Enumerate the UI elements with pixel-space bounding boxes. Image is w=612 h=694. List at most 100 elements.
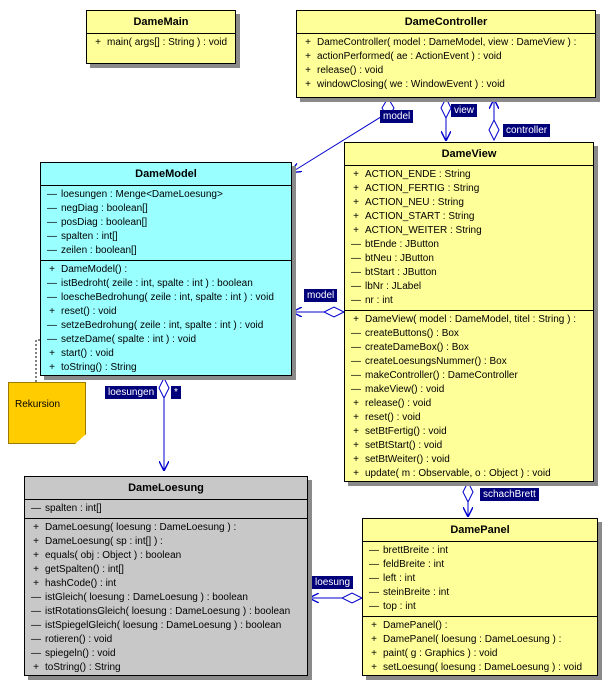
private-visibility-icon: — <box>47 292 57 303</box>
operation-row: +toString() : String <box>41 361 291 375</box>
class-dame-model[interactable]: DameModel —loesungen : Menge<DameLoesung… <box>40 162 292 376</box>
role-label-panel-loesung: loesung <box>312 576 354 589</box>
class-dame-controller[interactable]: DameController +DameController( model : … <box>296 10 596 98</box>
private-visibility-icon: — <box>351 281 361 292</box>
operation-row: +DameModel() : <box>41 263 291 277</box>
private-visibility-icon: — <box>31 503 41 514</box>
operation-row: +release() : void <box>297 64 595 78</box>
operations-section: +main( args[] : String ) : void <box>87 34 235 52</box>
operation-row: —spiegeln() : void <box>31 648 116 659</box>
operation-row: —loescheBedrohung( zeile : int, spalte :… <box>47 292 274 303</box>
edge-view-model <box>293 306 346 318</box>
edge-model-loesung <box>158 376 170 470</box>
private-visibility-icon: — <box>369 559 379 570</box>
public-visibility-icon: + <box>371 648 377 659</box>
public-visibility-icon: + <box>353 211 359 222</box>
public-visibility-icon: + <box>49 362 55 373</box>
class-dame-loesung[interactable]: DameLoesung —spalten : int[] +DameLoesun… <box>24 476 308 676</box>
public-visibility-icon: + <box>353 398 359 409</box>
attribute-row: —zeilen : boolean[] <box>47 245 137 256</box>
note-link <box>35 339 44 382</box>
class-name: DameView <box>345 143 593 166</box>
private-visibility-icon: — <box>31 620 41 631</box>
private-visibility-icon: — <box>351 384 361 395</box>
role-label-model-loesungen: loesungen <box>105 386 158 399</box>
role-label-controller-view: view <box>451 104 478 117</box>
edge-view-panel <box>462 480 474 516</box>
public-visibility-icon: + <box>353 169 359 180</box>
class-dame-view[interactable]: DameView +ACTION_ENDE : String +ACTION_F… <box>344 142 594 482</box>
operation-row: +DameLoesung( loesung : DameLoesung ) : <box>25 521 307 535</box>
operation-row: +DameController( model : DameModel, view… <box>297 36 595 50</box>
public-visibility-icon: + <box>33 536 39 547</box>
class-dame-panel[interactable]: DamePanel —brettBreite : int —feldBreite… <box>362 518 598 676</box>
operation-row: —createLoesungsNummer() : Box <box>351 356 507 367</box>
operation-row: +DamePanel() : <box>363 619 597 633</box>
private-visibility-icon: — <box>47 231 57 242</box>
attribute-row: +ACTION_START : String <box>345 210 593 224</box>
public-visibility-icon: + <box>33 578 39 589</box>
private-visibility-icon: — <box>351 328 361 339</box>
private-visibility-icon: — <box>31 592 41 603</box>
attribute-row: —brettBreite : int <box>369 545 449 556</box>
operation-row: +equals( obj : Object ) : boolean <box>25 549 307 563</box>
operation-row: +toString() : String <box>25 661 307 675</box>
private-visibility-icon: — <box>351 253 361 264</box>
role-label-view-panel: schachBrett <box>480 488 539 501</box>
operation-row: +main( args[] : String ) : void <box>87 36 235 50</box>
operations-section: +DamePanel() : +DamePanel( loesung : Dam… <box>363 617 597 677</box>
operation-row: —makeView() : void <box>351 384 445 395</box>
class-dame-main[interactable]: DameMain +main( args[] : String ) : void <box>86 10 236 64</box>
public-visibility-icon: + <box>33 564 39 575</box>
operation-row: —istBedroht( zeile : int, spalte : int )… <box>47 278 253 289</box>
operation-row: +DameView( model : DameModel, titel : St… <box>345 313 593 327</box>
public-visibility-icon: + <box>371 620 377 631</box>
public-visibility-icon: + <box>33 662 39 673</box>
attribute-row: +ACTION_WEITER : String <box>345 224 593 238</box>
operation-row: +setBtStart() : void <box>345 439 593 453</box>
public-visibility-icon: + <box>305 51 311 62</box>
attribute-row: —spalten : int[] <box>47 231 118 242</box>
public-visibility-icon: + <box>353 468 359 479</box>
attribute-row: +ACTION_FERTIG : String <box>345 182 593 196</box>
attribute-row: —lbNr : JLabel <box>351 281 422 292</box>
operation-row: +release() : void <box>345 397 593 411</box>
operation-row: +reset() : void <box>41 305 291 319</box>
operation-row: —istSpiegelGleich( loesung : DameLoesung… <box>31 620 282 631</box>
public-visibility-icon: + <box>305 65 311 76</box>
operation-row: +actionPerformed( ae : ActionEvent ) : v… <box>297 50 595 64</box>
operation-row: —setzeDame( spalte : int ) : void <box>47 334 197 345</box>
role-label-controller-model: model <box>380 110 414 123</box>
private-visibility-icon: — <box>369 587 379 598</box>
class-name: DameMain <box>87 11 235 34</box>
attribute-row: +ACTION_NEU : String <box>345 196 593 210</box>
attribute-row: —nr : int <box>351 295 393 306</box>
edge-panel-loesung <box>310 592 364 604</box>
public-visibility-icon: + <box>353 426 359 437</box>
operation-row: +getSpalten() : int[] <box>25 563 307 577</box>
public-visibility-icon: + <box>49 264 55 275</box>
attribute-row: —negDiag : boolean[] <box>47 203 148 214</box>
public-visibility-icon: + <box>305 79 311 90</box>
public-visibility-icon: + <box>353 412 359 423</box>
public-visibility-icon: + <box>353 454 359 465</box>
note-rekursion[interactable]: Rekursion <box>8 382 86 444</box>
attribute-row: —feldBreite : int <box>369 559 445 570</box>
attributes-section: —brettBreite : int —feldBreite : int —le… <box>363 542 597 617</box>
attribute-row: —spalten : int[] <box>31 503 102 514</box>
role-label-view-model: model <box>304 289 338 302</box>
operation-row: —createDameBox() : Box <box>351 342 469 353</box>
edge-controller-view <box>440 96 452 140</box>
public-visibility-icon: + <box>371 662 377 673</box>
attribute-row: —btEnde : JButton <box>351 239 439 250</box>
private-visibility-icon: — <box>47 278 57 289</box>
public-visibility-icon: + <box>49 306 55 317</box>
class-name: DameController <box>297 11 595 34</box>
operations-section: +DameLoesung( loesung : DameLoesung ) : … <box>25 519 307 677</box>
private-visibility-icon: — <box>47 245 57 256</box>
private-visibility-icon: — <box>351 342 361 353</box>
public-visibility-icon: + <box>49 348 55 359</box>
private-visibility-icon: — <box>47 189 57 200</box>
private-visibility-icon: — <box>351 356 361 367</box>
edge-view-controller <box>488 100 500 142</box>
